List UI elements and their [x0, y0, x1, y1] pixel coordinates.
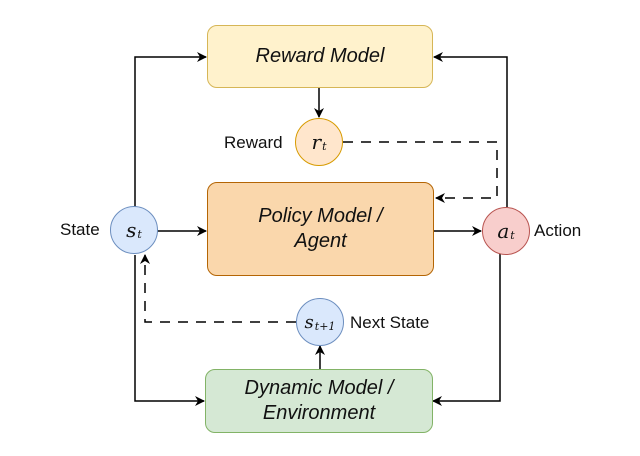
edge-state-to-reward-model: [134, 52, 207, 207]
edge-state-to-dynamic: [134, 255, 205, 406]
policy-model-label-line2: Agent: [294, 230, 347, 252]
edge-action-to-reward-model: [433, 52, 508, 207]
dynamic-model-label-line1: Dynamic Model /: [244, 377, 394, 399]
policy-model-label-line1: Policy Model /: [258, 205, 383, 227]
next-state-symbol: s: [304, 311, 314, 333]
next-state-label: Next State: [350, 313, 430, 332]
reward-model-box: Reward Model: [207, 25, 433, 88]
reward-label: Reward: [224, 133, 283, 152]
action-label: Action: [534, 221, 582, 240]
edge-action-to-dynamic: [432, 254, 501, 406]
reward-model-label: Reward Model: [255, 45, 385, 67]
dynamic-model-label-line2: Environment: [262, 402, 376, 424]
state-label: State: [60, 220, 100, 239]
edge-reward-to-policy: [343, 141, 498, 203]
reward-symbol: r: [311, 130, 322, 154]
action-subscript: t: [510, 228, 515, 242]
policy-model-box: Policy Model / Agent: [207, 182, 434, 276]
state-subscript: t: [137, 227, 142, 241]
state-symbol: s: [126, 218, 137, 242]
dynamic-model-box: Dynamic Model / Environment: [205, 369, 433, 433]
next-state-subscript: t+1: [314, 319, 336, 333]
edge-next-state-to-state: [140, 254, 296, 323]
action-symbol: a: [497, 219, 510, 243]
reward-subscript: t: [322, 139, 327, 153]
